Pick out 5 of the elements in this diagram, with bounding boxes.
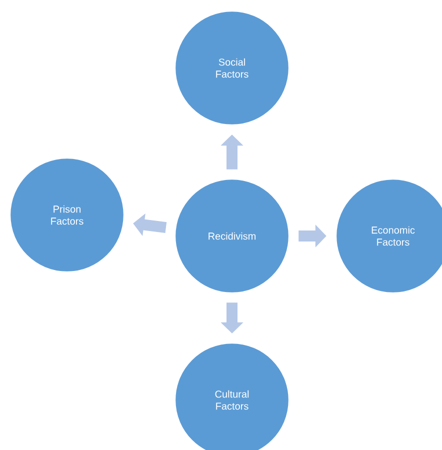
- circle-node: Economic Factors: [335, 178, 442, 294]
- circle-node: Cultural Factors: [174, 342, 290, 450]
- circle-node: Prison Factors: [9, 157, 125, 273]
- circle-node: Recidivism: [174, 178, 290, 294]
- circle-node: Social Factors: [174, 10, 290, 126]
